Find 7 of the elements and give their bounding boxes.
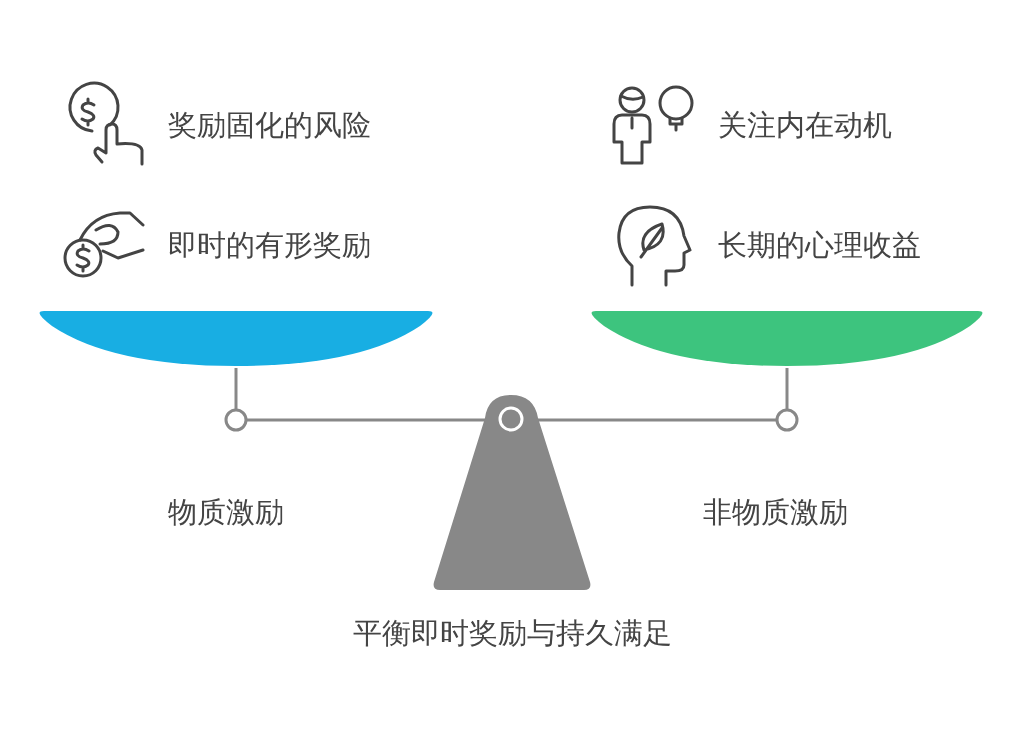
label-text: 奖励固化的风险 <box>168 107 371 143</box>
label-text: 物质激励 <box>168 494 284 530</box>
label-text: 即时的有形奖励 <box>168 227 371 263</box>
label-text: 非物质激励 <box>703 494 848 530</box>
label-text: 长期的心理收益 <box>718 227 921 263</box>
label-text: 关注内在动机 <box>718 107 892 143</box>
caption-text: 平衡即时奖励与持久满足 <box>352 615 672 651</box>
